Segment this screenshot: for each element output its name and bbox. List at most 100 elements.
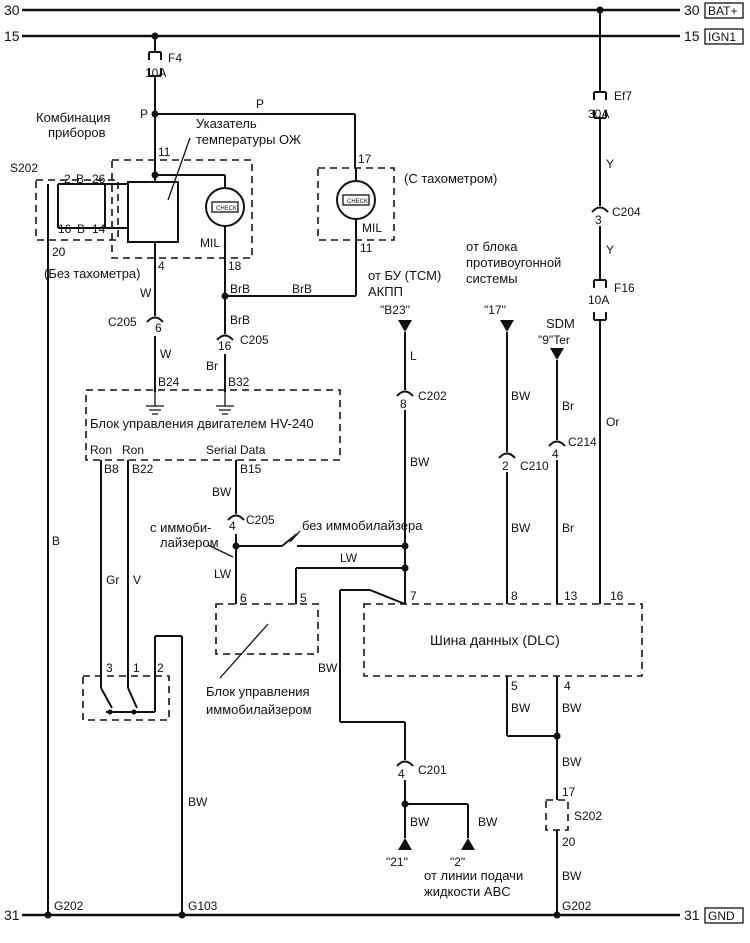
ecu-ron2: Ron xyxy=(122,443,144,457)
ref-21: "21" xyxy=(386,855,408,869)
wire-lw: LW xyxy=(295,551,409,604)
s202-bottom-label: S202 xyxy=(574,809,602,823)
wire-brb: BrB BrB BrB 16 C205 Br B32 xyxy=(206,258,356,392)
cluster-label-2: приборов xyxy=(48,125,106,140)
abs-line-label-1: от линии подачи xyxy=(424,868,523,883)
wire-gr: Gr xyxy=(106,573,119,587)
temp-gauge-label-1: Указатель xyxy=(196,116,257,131)
anti-theft-line: от блока противоугонной системы "17" BW … xyxy=(466,239,561,604)
dlc-pin-16: 16 xyxy=(610,589,624,603)
wire-w2: W xyxy=(160,347,172,361)
immo-unit: 6 5 Блок управления иммобилайзером BW xyxy=(206,591,338,717)
pin-b8: B8 xyxy=(104,462,119,476)
gnd-tag: GND xyxy=(708,909,735,923)
dlc-pin-5: 5 xyxy=(511,679,518,693)
pin-b15: B15 xyxy=(240,462,262,476)
f4-name: F4 xyxy=(168,51,182,65)
ign-tag-box xyxy=(704,28,744,45)
wire-lw1: LW xyxy=(214,567,232,581)
ref-2: "2" xyxy=(450,855,465,869)
cluster-junction xyxy=(151,171,159,179)
serial-data-line: BW 4 C205 LW с иммоби- лайзером без иммо… xyxy=(150,460,423,604)
with-immo-label-1: с иммоби- xyxy=(150,520,212,535)
s202-pin-26: 26 xyxy=(92,172,106,186)
ecu-serial: Serial Data xyxy=(206,443,266,457)
fuse-ef7-branch: Ef7 30A Y 3 C204 Y F16 10A Or xyxy=(588,10,641,604)
wire-l: L xyxy=(410,349,417,363)
wire-bw-dlc4: BW xyxy=(562,701,582,715)
mil-label-1: MIL xyxy=(200,236,220,250)
sdm-label: SDM xyxy=(546,316,575,331)
c210-pin-2: 2 xyxy=(502,459,509,473)
c205-pin-4: 4 xyxy=(229,519,236,533)
svg-text:CHECK: CHECK xyxy=(216,206,237,212)
pin-17: 17 xyxy=(358,152,372,166)
ign-rail: 15 15 IGN1 xyxy=(4,28,744,45)
with-immo-label-2: лайзером xyxy=(160,535,219,550)
with-tacho-label: (С тахометром) xyxy=(404,171,497,186)
c202-label: C202 xyxy=(418,389,447,403)
pin-b24: B24 xyxy=(158,375,180,389)
wire-w1: W xyxy=(140,286,152,300)
c214-pin-4: 4 xyxy=(552,447,559,461)
dlc-pin-8: 8 xyxy=(511,589,518,603)
c205c-label: C205 xyxy=(246,513,275,527)
anti-theft-label-2: противоугонной xyxy=(466,255,561,270)
ecu-box: Блок управления двигателем HV-240 Ron Ro… xyxy=(85,389,341,476)
bat-rail: 30 30 BAT+ xyxy=(4,2,744,19)
pin-b22: B22 xyxy=(132,462,154,476)
c205a-label: C205 xyxy=(108,315,137,329)
wire-w: W 6 C205 W B24 xyxy=(108,258,180,392)
without-tacho-label: (Без тахометра) xyxy=(44,266,140,281)
pin-b32: B32 xyxy=(228,375,250,389)
g202-left-label: G202 xyxy=(54,899,84,913)
pin-11b: 11 xyxy=(360,241,373,255)
s202b-pin-17: 17 xyxy=(562,785,576,799)
wire-or: Or xyxy=(606,415,619,429)
wire-bw-21: BW xyxy=(410,815,430,829)
switch-pin-3: 3 xyxy=(106,661,113,675)
tcm-line: от БУ (ТСМ) АКПП "B23" L 8 C202 BW xyxy=(368,268,447,604)
s202-wire-b2: B xyxy=(77,222,85,236)
tcm-label-2: АКПП xyxy=(368,284,403,299)
ign-tag: IGN1 xyxy=(708,30,736,44)
g202-right-label: G202 xyxy=(562,899,592,913)
s202-wire-b1: B xyxy=(76,172,84,186)
switch-pin-2: 2 xyxy=(157,661,164,675)
s202-pin-14: 14 xyxy=(92,222,106,236)
ign-rail-left-label: 15 xyxy=(4,28,20,44)
f16-rating: 10A xyxy=(588,293,609,307)
s202-top-label: S202 xyxy=(10,161,38,175)
cluster-label-1: Комбинация xyxy=(36,110,110,125)
tacho-cluster: 17 CHECK MIL 11 xyxy=(317,152,395,296)
wire-bw-210b: BW xyxy=(511,521,531,535)
pin-11: 11 xyxy=(158,145,171,159)
wire-lw2: LW xyxy=(340,551,358,565)
g103-label: G103 xyxy=(188,899,218,913)
dlc-pin-7: 7 xyxy=(410,589,417,603)
anti-theft-label-3: системы xyxy=(466,271,518,286)
wire-bw-immo: BW xyxy=(318,661,338,675)
abs-line-label-2: жидкости ABC xyxy=(424,884,511,899)
wire-brb2: BrB xyxy=(292,282,312,296)
switch-pin-1: 1 xyxy=(133,661,140,675)
wire-v: V xyxy=(133,573,141,587)
wire-b-left: B xyxy=(47,240,60,915)
ecu-label: Блок управления двигателем HV-240 xyxy=(90,416,314,431)
wire-p-b: P xyxy=(256,97,264,111)
temp-gauge-label-2: температуры ОЖ xyxy=(196,132,301,147)
gnd-rail-left-label: 31 xyxy=(4,907,20,923)
c205-pin-6: 6 xyxy=(155,321,162,335)
c205-pin-16: 16 xyxy=(218,339,232,353)
anti-theft-label-1: от блока xyxy=(466,239,518,254)
ef7-name: Ef7 xyxy=(614,89,632,103)
ign-rail-right-label: 15 xyxy=(684,28,700,44)
dlc-label: Шина данных (DLC) xyxy=(430,632,560,648)
wire-bw-dlc5: BW xyxy=(511,701,531,715)
ref-17: "17" xyxy=(484,303,506,317)
wire-bw-c202: BW xyxy=(410,455,430,469)
wire-y1: Y xyxy=(606,157,614,171)
temp-gauge-box xyxy=(127,181,179,243)
wire-br1: Br xyxy=(206,359,218,373)
